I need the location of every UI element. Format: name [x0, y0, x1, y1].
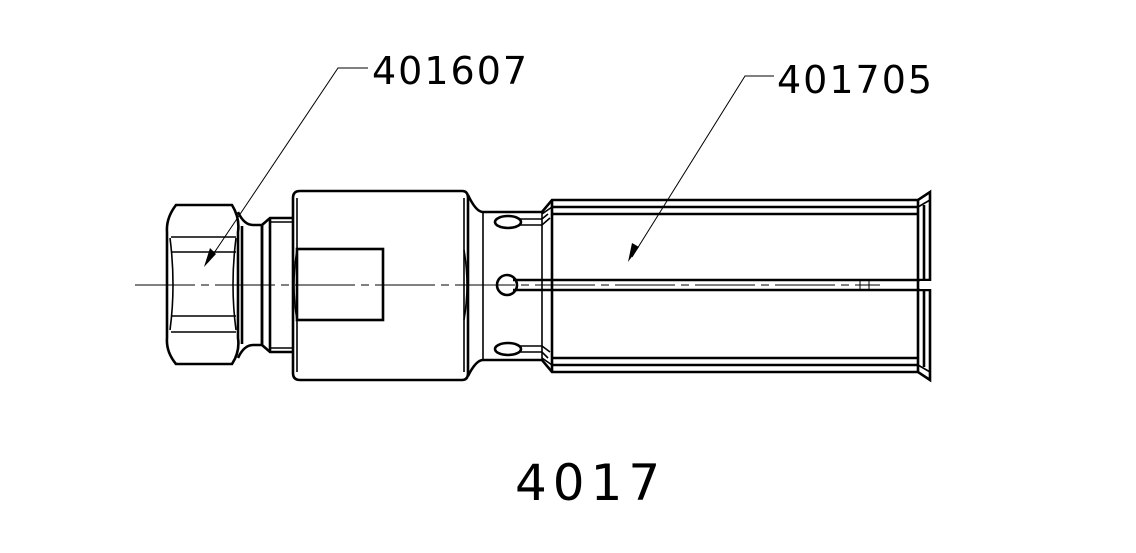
main-body — [291, 189, 470, 382]
assembly-number-label: 4017 — [515, 454, 666, 512]
callout-label-401705: 401705 — [777, 58, 934, 102]
callout-label-401607: 401607 — [372, 49, 529, 93]
hex-nut-fitting — [165, 203, 240, 366]
slotted-collet-sleeve — [466, 189, 932, 383]
leader-401705 — [628, 75, 774, 262]
leader-401607 — [204, 67, 368, 267]
neck-groove — [236, 211, 292, 359]
